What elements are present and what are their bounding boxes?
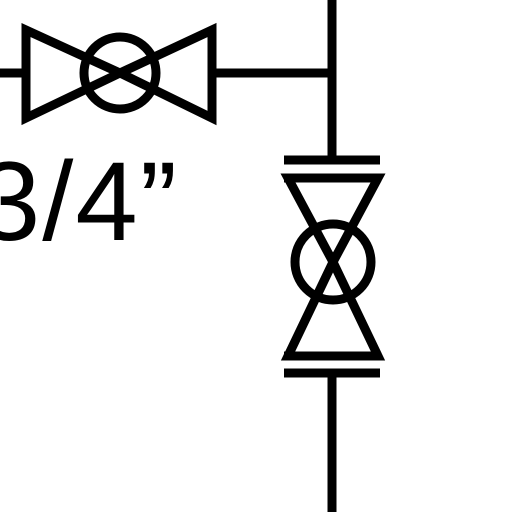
valve-left-triangle	[21, 22, 131, 126]
valve-ball-circle-vertical	[290, 219, 376, 305]
vertical-gate-valve-icon	[280, 155, 386, 378]
valve-top-triangle	[280, 173, 386, 272]
horizontal-gate-valve-icon	[21, 22, 217, 126]
valve-ball-circle	[79, 32, 161, 114]
pipe-size-label: 3/4”	[0, 139, 179, 264]
